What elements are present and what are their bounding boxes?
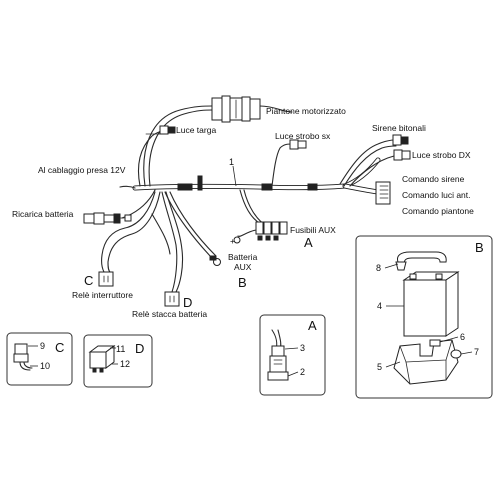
fusibili-aux-block <box>255 221 288 241</box>
leader-1 <box>232 165 237 187</box>
branch-batteria <box>164 191 221 266</box>
number-12: 12 <box>120 359 130 369</box>
battery-tray <box>393 339 459 385</box>
letter-a-main: A <box>304 235 313 250</box>
label-rele-stacca: Relè stacca batteria <box>132 309 207 319</box>
label-luce-targa: Luce targa <box>176 125 216 135</box>
branch-sirene <box>339 134 409 187</box>
number-6: 6 <box>460 332 465 342</box>
letter-c-main: C <box>84 273 93 288</box>
number-2: 2 <box>300 367 305 377</box>
part-6-clip <box>429 339 441 347</box>
label-comando-piantone: Comando piantone <box>402 206 474 216</box>
part-7-grommet <box>450 349 462 359</box>
number-8: 8 <box>376 263 381 273</box>
piantone-connector <box>211 95 261 123</box>
battery <box>402 271 460 337</box>
letter-c-box: C <box>55 340 64 355</box>
branch-rele-stacca <box>151 191 184 307</box>
main-labels: Piantone motorizzato Luce targa Luce str… <box>12 106 474 319</box>
letter-a-box: A <box>308 318 317 333</box>
branch-cablaggio <box>119 185 136 189</box>
battery-strap <box>395 251 447 271</box>
letter-b-main: B <box>238 275 247 290</box>
letter-b-box: B <box>475 240 484 255</box>
number-4: 4 <box>377 301 382 311</box>
strobo-sx-connector <box>289 139 299 150</box>
label-ricarica-batteria: Ricarica batteria <box>12 209 74 219</box>
label-luce-strobo-dx: Luce strobo DX <box>412 150 471 160</box>
label-fusibili-aux: Fusibili AUX <box>290 225 336 235</box>
harness-band <box>177 183 193 191</box>
inset-c: C 9 10 <box>6 332 73 386</box>
inset-d: D 11 12 <box>83 334 153 388</box>
ricarica-connector <box>83 213 95 224</box>
inset-b: B 8 4 5 6 <box>355 235 493 399</box>
strobo-dx-connector <box>393 149 403 161</box>
number-7: 7 <box>474 347 479 357</box>
label-al-cablaggio: Al cablaggio presa 12V <box>38 165 126 175</box>
relay-box <box>88 345 116 373</box>
rele-interruttore-connector <box>98 271 114 287</box>
label-comando-luci: Comando luci ant. <box>402 190 471 200</box>
branch-strobo-dx <box>349 149 411 187</box>
branch-piantone <box>143 95 293 187</box>
label-luce-strobo-sx: Luce strobo sx <box>275 131 331 141</box>
number-10: 10 <box>40 361 50 371</box>
label-comando-sirene: Comando sirene <box>402 174 465 184</box>
branch-strobo-sx <box>271 139 307 187</box>
main-harness <box>132 157 381 195</box>
letter-d-box: D <box>135 341 144 356</box>
letter-d-main: D <box>183 295 192 310</box>
sirene-connector <box>392 134 402 146</box>
branch-fusibili: + <box>230 189 288 246</box>
cable-tie <box>197 175 203 191</box>
number-5: 5 <box>377 362 382 372</box>
batteria-aux-terminal <box>233 236 241 244</box>
number-3: 3 <box>300 343 305 353</box>
branch-luce-targa <box>137 125 176 187</box>
fuse-holder <box>267 329 289 381</box>
number-11: 11 <box>116 344 125 354</box>
luce-targa-connector <box>159 125 169 135</box>
label-sirene-bitonali: Sirene bitonali <box>372 123 426 133</box>
branch-ricarica <box>83 189 156 225</box>
label-rele-interruttore: Relè interruttore <box>72 290 133 300</box>
label-batteria-aux-line1: Batteria <box>228 252 258 262</box>
label-piantone-motorizzato: Piantone motorizzato <box>266 106 346 116</box>
svg-text:+: + <box>230 236 235 246</box>
label-batteria-aux-line2: AUX <box>234 262 252 272</box>
branch-rele-interruttore <box>98 191 161 287</box>
harness-band <box>261 183 273 191</box>
inset-a: A 3 2 <box>259 314 326 396</box>
number-9: 9 <box>40 341 45 351</box>
rele-stacca-connector <box>164 291 180 307</box>
number-1: 1 <box>229 157 234 167</box>
relay-switch <box>13 343 33 371</box>
harness-band <box>307 183 318 191</box>
comando-connector <box>375 181 391 205</box>
